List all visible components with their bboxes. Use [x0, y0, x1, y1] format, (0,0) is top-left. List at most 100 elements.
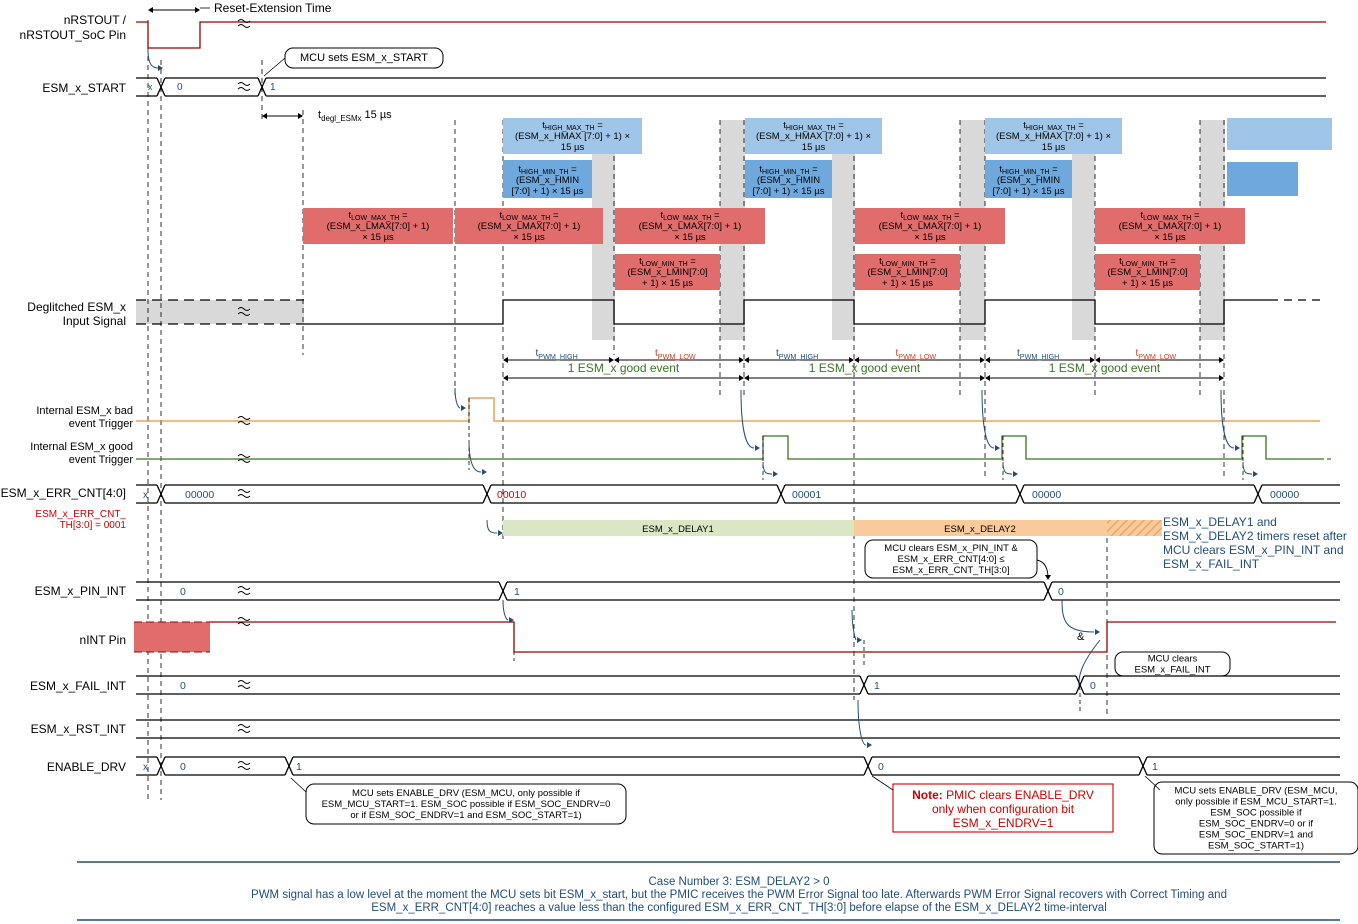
enable-drv-set-callout-text-line: ESM_MCU_START=1. ESM_SOC possible if ESM… — [322, 799, 611, 810]
nint-rise-from-pin — [1061, 599, 1095, 633]
tpwm-low-label-main: t — [655, 348, 658, 359]
rst-int-label: ESM_x_RST_INT — [31, 722, 127, 736]
hmin-box-1-text-t: t — [518, 164, 521, 175]
err-cnt-bus-cross — [776, 484, 786, 504]
lmin-box-3-text-sub: LOW_MIN_TH — [1122, 261, 1168, 268]
lmax-box-3-text-t: t — [660, 210, 663, 221]
delay-reset-note-line: ESM_x_FAIL_INT — [1163, 557, 1260, 571]
good-trigger-effect-2 — [1242, 461, 1253, 475]
hmin-box-3-text-line: [7:0] + 1) × 15 µs — [992, 186, 1064, 197]
start-label: ESM_x_START — [42, 81, 126, 95]
err-cnt-00001: 00001 — [792, 489, 821, 501]
lmax-box-5-text-line: × 15 µs — [1154, 232, 1186, 243]
delay1-bar — [503, 520, 854, 536]
lmin-box-2-text-line: + 1) × 15 µs — [882, 278, 933, 289]
hmax-box-2 — [745, 118, 882, 154]
err-cnt-00000-b: 00000 — [1032, 489, 1061, 501]
lmax-box-3-text-line: × 15 µs — [674, 232, 706, 243]
hmax-box-3-text-line: 15 µs — [1042, 142, 1066, 153]
enable-drv-set-callout-text-line: or if ESM_SOC_ENDRV=1 and ESM_SOC_START=… — [350, 810, 581, 821]
lmax-box-1-text: tLOW_MAX_TH =(ESM_x_LMAX[7:0] + 1)× 15 µ… — [327, 210, 430, 243]
hmax-box-2-text-line: (ESM_x_HMAX [7:0] + 1) × — [756, 131, 871, 142]
deglitch-window — [592, 120, 615, 340]
nrstout-waveform — [136, 21, 1326, 49]
bad-trigger-label-line: Internal ESM_x bad — [36, 405, 133, 417]
hmax-box-1-text-line: 15 µs — [561, 142, 585, 153]
enable-drv-bus-cross — [863, 756, 873, 776]
good-trigger-effect-2-head — [1253, 471, 1258, 477]
hmax-box-3-text-sub: HIGH_MAX_TH — [1026, 125, 1076, 132]
lmax-box-2-text-line: tLOW_MAX_TH = — [499, 210, 559, 222]
hmax-box-1-text-t: t — [542, 120, 545, 131]
tdegl-label: tdegl_ESMx 15 µs — [318, 109, 392, 123]
good-trigger-effect-0-head — [773, 471, 778, 477]
deglitched-waveform — [304, 299, 1270, 325]
tpwm-high-label: tPWM_HIGH — [776, 348, 818, 361]
lmin-box-1-text-rest: = — [688, 256, 697, 267]
start-arrow-head — [158, 65, 163, 71]
enable-drv-1: 1 — [296, 761, 302, 773]
delay1-label: ESM_x_DELAY1 — [642, 524, 714, 535]
tpwm-low-label: tPWM_LOW — [896, 348, 937, 361]
err-cnt-00010: 00010 — [497, 489, 526, 501]
lmax-box-2-text-rest: = — [550, 210, 559, 221]
enable-drv-set-leader — [290, 777, 307, 793]
hmax-box-2-text-sub: HIGH_MAX_TH — [786, 125, 836, 132]
err-cnt-00000: 00000 — [185, 489, 214, 501]
hmax-box-3 — [985, 118, 1122, 154]
tpwm-arrow-5-head — [1095, 357, 1100, 363]
bad-trigger-break — [237, 416, 251, 420]
good-trigger-effect-1-head — [1013, 471, 1018, 477]
deglitched-label-line: Deglitched ESM_x — [27, 300, 126, 314]
pmic-note-lines-line: ESM_x_ENDRV=1 — [953, 816, 1054, 830]
enable-drv-1-b: 1 — [1152, 761, 1158, 773]
good-event-arrow-1-head — [744, 375, 749, 381]
mcu-clears-fail-callout-text-line: ESM_x_FAIL_INT — [1134, 665, 1210, 676]
good-event-arrow-0-head — [739, 375, 744, 381]
err-cnt-bus-cross — [156, 484, 166, 504]
tpwm-high-label-main: t — [1017, 348, 1020, 359]
lmax-box-4-text-line: tLOW_MAX_TH = — [900, 210, 960, 222]
bad-trigger-cause-head — [461, 405, 466, 411]
lmax-box-3 — [615, 208, 765, 244]
good-trigger-effect-1 — [1002, 461, 1013, 475]
hmin-box-1-text-line: [7:0] + 1) × 15 µs — [511, 186, 583, 197]
nint-and-symbol: & — [1077, 631, 1085, 643]
hmin-box-1-text-sub: HIGH_MIN_TH — [521, 169, 568, 176]
enable-drv-bus-cross — [156, 756, 166, 776]
err-cnt-00000-c: 00000 — [1270, 489, 1299, 501]
hmax-box-1-text-line: (ESM_x_HMAX [7:0] + 1) × — [515, 131, 630, 142]
fail-int-1: 1 — [874, 680, 880, 692]
tdegl-label-main: t — [318, 109, 321, 121]
err-cnt-break — [237, 489, 251, 493]
enable-drv-set2-callout-text-line: ESM_SOC_START=1) — [1208, 841, 1304, 852]
tpwm-low-label-sub: PWM_LOW — [898, 352, 936, 361]
lmin-box-1-text-sub: LOW_MIN_TH — [642, 261, 688, 268]
good-trigger-cause-1-head — [995, 445, 1000, 451]
enable-drv-set2-callout-text: MCU sets ENABLE_DRV (ESM_MCU,only possib… — [1175, 786, 1338, 852]
lmin-box-1-text-t: t — [639, 256, 642, 267]
good-trigger-label-line: event Trigger — [69, 454, 134, 466]
err-cnt-bus-cross — [1015, 484, 1025, 504]
deglitch-window — [1072, 120, 1095, 340]
pin-int-break — [237, 591, 251, 595]
enable-drv-set2-callout-text-line: MCU sets ENABLE_DRV (ESM_MCU, — [1175, 786, 1338, 797]
hmax-box-partial — [1227, 118, 1332, 150]
tdegl-label-tail: 15 µs — [362, 109, 393, 121]
lmax-box-3-text-sub: LOW_MAX_TH — [663, 215, 711, 222]
hmin-box-1-text: tHIGH_MIN_TH =(ESM_x_HMIN[7:0] + 1) × 15… — [511, 164, 583, 197]
hmax-box-1-text-rest: = — [595, 120, 604, 131]
bad-trigger-cause — [454, 387, 461, 409]
fail-int-break — [237, 680, 251, 684]
start-1: 1 — [270, 82, 276, 93]
hmin-box-2-text-t: t — [759, 164, 762, 175]
enable-drv-bus-cross — [1138, 756, 1148, 776]
hmin-box-3-text-line: tHIGH_MIN_TH = — [999, 164, 1058, 176]
enable-drv-set2-callout — [1153, 781, 1358, 855]
lmax-box-2-text: tLOW_MAX_TH =(ESM_x_LMAX[7:0] + 1)× 15 µ… — [478, 210, 581, 243]
hmin-box-1-text-line: (ESM_x_HMIN — [516, 175, 579, 186]
lmax-box-3-text: tLOW_MAX_TH =(ESM_x_LMAX[7:0] + 1)× 15 µ… — [639, 210, 742, 243]
caption-title: Case Number 3: ESM_DELAY2 > 0 — [649, 876, 830, 888]
